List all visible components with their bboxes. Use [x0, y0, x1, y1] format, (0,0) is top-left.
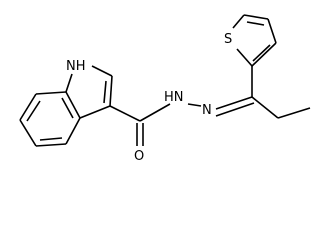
bond [65, 73, 73, 93]
indole-benzene-ring [19, 91, 81, 147]
bond-inner [246, 21, 265, 26]
bond [277, 107, 311, 119]
bond [35, 143, 67, 147]
bond-inner [61, 97, 74, 119]
bond [109, 105, 141, 122]
chemical-structure: NH HN N O S [19, 14, 311, 164]
bond [236, 48, 253, 67]
hydrazide-chain [109, 96, 255, 146]
thiophene-ring [232, 14, 277, 97]
bond [79, 105, 111, 119]
bond [19, 93, 37, 121]
bond [251, 96, 279, 119]
atom-label-nh: NH [66, 59, 86, 74]
propylidene-chain [251, 96, 311, 119]
bond [267, 18, 277, 44]
bond-inner [252, 44, 271, 62]
bond [35, 91, 67, 95]
bond [215, 96, 253, 110]
bond [251, 42, 277, 67]
atom-label-s: S [224, 32, 232, 47]
bond [65, 117, 81, 145]
bond [65, 91, 81, 119]
bond-inner [39, 137, 63, 141]
bond [215, 102, 255, 117]
bond [19, 119, 37, 147]
bond [139, 103, 171, 122]
atom-label-o: O [134, 149, 144, 164]
bond [243, 14, 269, 20]
bond-inner [103, 80, 107, 104]
bond [109, 75, 113, 107]
bond [187, 103, 202, 107]
bond [91, 65, 113, 77]
indole-pyrrole-ring [65, 65, 113, 119]
bond [232, 14, 245, 29]
atom-label-n-imine: N [202, 103, 212, 118]
atom-label-hn: HN [164, 90, 184, 105]
bond-inner [26, 100, 41, 122]
atom-labels: NH HN N O S [66, 32, 232, 164]
